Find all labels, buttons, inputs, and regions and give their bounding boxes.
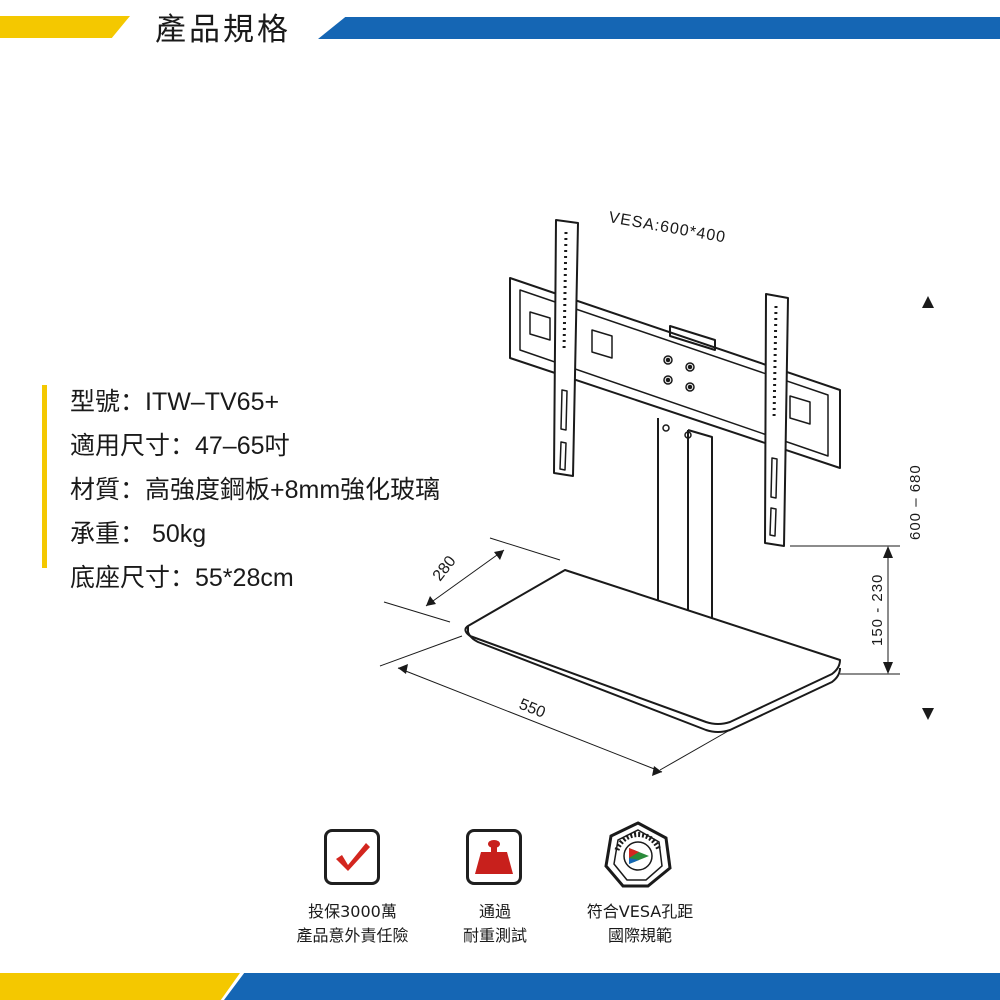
height-range-label: 600 – 680 [907,464,924,540]
vesa-caption-line2: 國際規範 [607,926,672,945]
mount-holes [662,355,695,439]
insurance-caption-line2: 產品意外責任險 [296,926,409,945]
insurance-caption-line1: 投保3000萬 [308,902,397,921]
spec-model: 型號：ITW–TV65+ [70,388,280,416]
load-test-badge [466,829,522,885]
base-height-label: 150 - 230 [869,574,886,646]
glass-base [464,569,841,733]
load-test-caption-line2: 耐重測試 [462,926,527,945]
vesa-label: VESA:600*400 [607,209,727,246]
spec-material: 材質：高強度鋼板+8mm強化玻璃 [70,476,441,504]
page-title: 產品規格 [155,12,291,48]
dimension-arrows [398,296,934,776]
spec-base-size: 底座尺寸：55*28cm [70,564,294,592]
check-icon [336,843,370,871]
insurance-caption: 投保3000萬 產品意外責任險 [270,900,435,948]
spec-screen-size: 適用尺寸：47–65吋 [70,432,290,460]
vesa-badge [603,820,673,890]
weight-icon [475,840,513,874]
footer-blue-stripe [224,973,1000,1000]
width-label: 550 [517,696,548,722]
insurance-badge [324,829,380,885]
vesa-caption-line1: 符合VESA孔距 [586,902,694,921]
spec-list: 型號：ITW–TV65+ 適用尺寸：47–65吋 材質：高強度鋼板+8mm強化玻… [70,380,440,600]
vesa-caption: 符合VESA孔距 國際規範 [560,900,720,948]
spec-accent-bar [42,385,47,568]
spec-load: 承重： 50kg [70,520,207,548]
header-blue-stripe [318,17,1000,39]
vesa-seal-icon [604,821,672,888]
header-yellow-stripe [0,16,130,38]
load-test-caption-line1: 通過 [478,902,511,921]
mounting-bar [509,277,841,469]
left-bracket [553,219,579,477]
dimension-lines [379,537,900,773]
product-diagram: VESA:600*400 280 550 600 – 680 150 - 230 [379,209,934,776]
depth-label: 280 [430,553,460,585]
load-test-caption: 通過 耐重測試 [430,900,560,948]
footer-yellow-stripe [0,973,240,1000]
right-bracket [764,293,789,547]
